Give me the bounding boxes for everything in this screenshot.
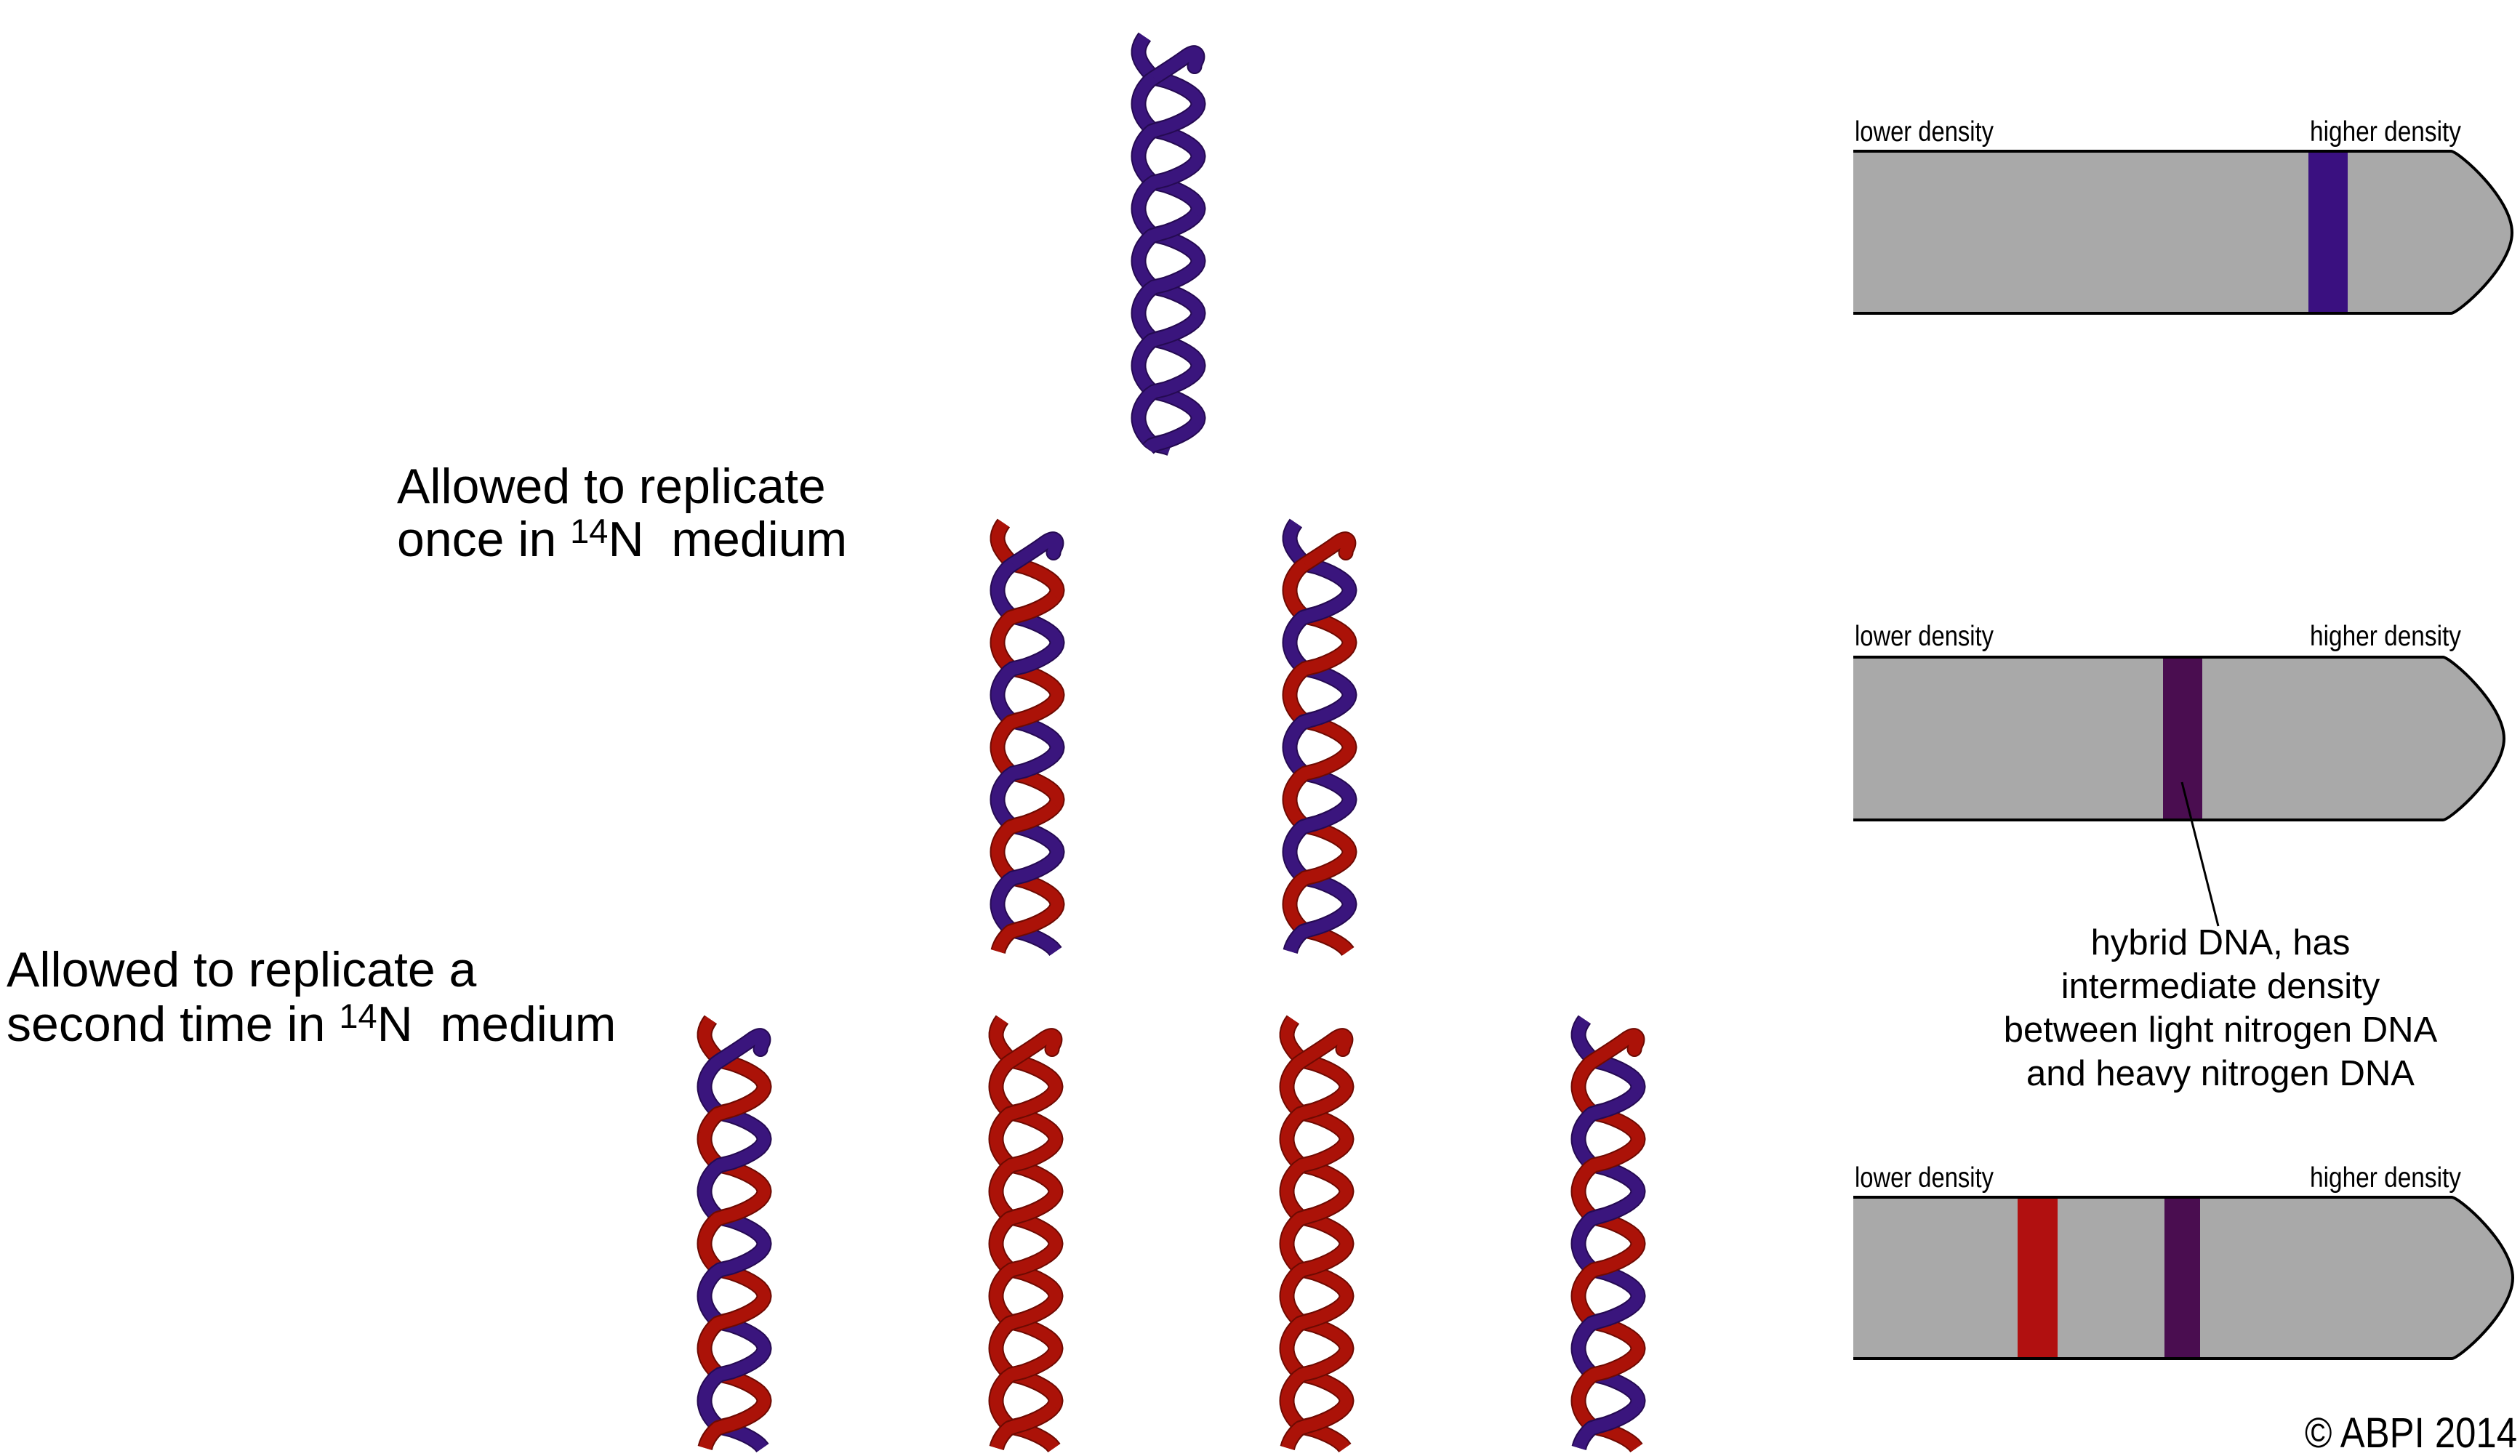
svg-text:© ABPI 2014: © ABPI 2014 <box>2305 1409 2517 1456</box>
svg-text:Allowed to replicate: Allowed to replicate <box>397 459 826 514</box>
svg-text:second time in 14N medium: second time in 14N medium <box>7 997 616 1052</box>
svg-text:and heavy nitrogen DNA: and heavy nitrogen DNA <box>2026 1054 2415 1093</box>
svg-text:lower density: lower density <box>1855 1162 1994 1194</box>
svg-text:intermediate density: intermediate density <box>2061 967 2380 1006</box>
svg-text:higher density: higher density <box>2310 1162 2461 1194</box>
svg-text:lower density: lower density <box>1855 116 1994 148</box>
svg-text:hybrid DNA, has: hybrid DNA, has <box>2091 923 2351 962</box>
svg-text:between light nitrogen DNA: between light nitrogen DNA <box>2004 1010 2438 1050</box>
svg-text:higher density: higher density <box>2310 621 2461 652</box>
svg-text:lower density: lower density <box>1855 621 1994 652</box>
svg-text:higher density: higher density <box>2310 116 2461 148</box>
svg-text:Allowed to replicate a: Allowed to replicate a <box>7 942 477 997</box>
svg-text:once in 14N medium: once in 14N medium <box>397 512 847 567</box>
